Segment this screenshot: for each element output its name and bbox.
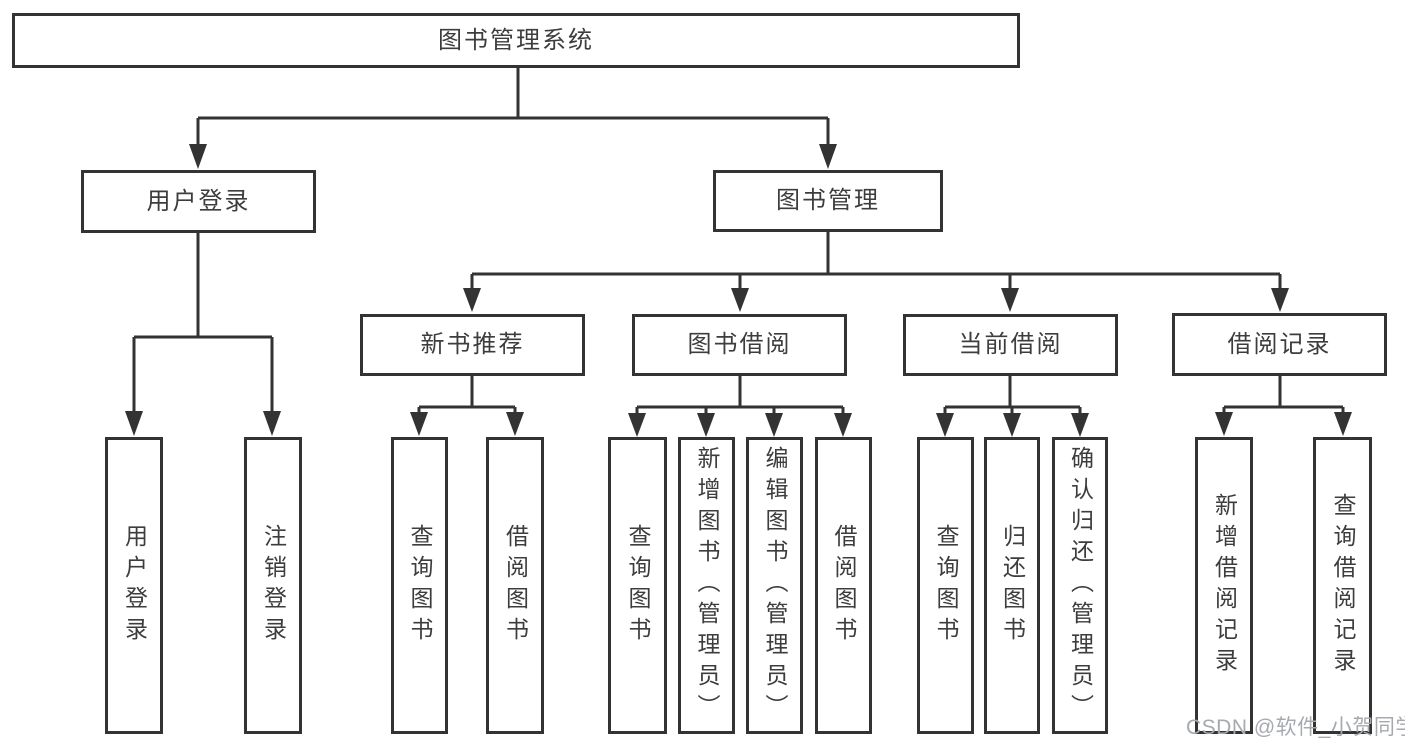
leaf-newbook-query: 查询图书 [391,437,448,734]
node-label: 当前借阅 [958,331,1063,358]
node-label: 借阅记录 [1227,330,1332,358]
leaf-user-login: 用户登录 [105,437,163,734]
leaf-current-query: 查询图书 [917,437,974,734]
node-user-login: 用户登录 [81,170,316,233]
node-label: 查询图书 [933,523,959,648]
connector-bookborrow-group [635,376,845,414]
arrowheads-current-group [936,413,1089,437]
node-label: 新增图书（管理员） [694,446,720,725]
leaf-borrow-edit-admin: 编辑图书（管理员） [746,437,803,734]
node-book-management: 图书管理 [713,170,943,232]
node-label: 查询图书 [625,523,651,648]
connector-mgmt-to-level3 [470,232,1282,290]
node-label: 归还图书 [999,523,1026,648]
node-label: 用户登录 [121,523,148,648]
leaf-current-confirm-admin: 确认归还（管理员） [1052,437,1108,734]
leaf-logout: 注销登录 [244,437,302,734]
node-new-book-recommend: 新书推荐 [360,314,585,376]
node-label: 用户登录 [146,187,251,215]
arrowheads-level3 [463,288,1289,312]
connector-current-group [943,376,1082,414]
arrowheads-newbook-group [410,412,524,436]
node-label: 图书管理系统 [438,26,594,54]
node-label: 新增借阅记录 [1211,492,1238,679]
leaf-borrow-query: 查询图书 [608,437,667,734]
leaf-newbook-borrow: 借阅图书 [486,437,544,734]
node-label: 图书借阅 [687,331,792,358]
connector-login-group [132,233,274,413]
arrowheads-record-group [1215,412,1352,436]
csdn-watermark: CSDN @软件_小贺同学 [1186,716,1405,739]
connector-record-group [1222,376,1345,414]
connector-root-to-level2 [196,68,830,146]
node-label: 编辑图书（管理员） [762,446,788,725]
node-book-borrow: 图书借阅 [632,314,847,376]
leaf-current-return: 归还图书 [984,437,1040,734]
arrowheads-login-group [125,411,281,436]
node-label: 新书推荐 [420,331,525,358]
node-label: 确认归还（管理员） [1067,446,1094,725]
leaf-record-query: 查询借阅记录 [1313,437,1372,734]
node-system-root: 图书管理系统 [12,13,1020,68]
connector-newbook-group [417,376,517,414]
leaf-borrow-borrow: 借阅图书 [815,437,872,734]
node-label: 图书管理 [776,187,880,214]
leaf-borrow-add-admin: 新增图书（管理员） [678,437,735,734]
node-borrow-record: 借阅记录 [1172,313,1387,376]
arrowheads-level2 [189,144,837,169]
arrowheads-bookborrow-group [628,413,852,437]
node-current-borrow: 当前借阅 [903,314,1118,376]
node-label: 借阅图书 [831,523,857,648]
node-label: 借阅图书 [502,523,529,648]
node-label: 查询图书 [407,523,433,648]
node-label: 查询借阅记录 [1330,492,1356,679]
leaf-record-add: 新增借阅记录 [1195,437,1253,734]
node-label: 注销登录 [260,523,287,648]
